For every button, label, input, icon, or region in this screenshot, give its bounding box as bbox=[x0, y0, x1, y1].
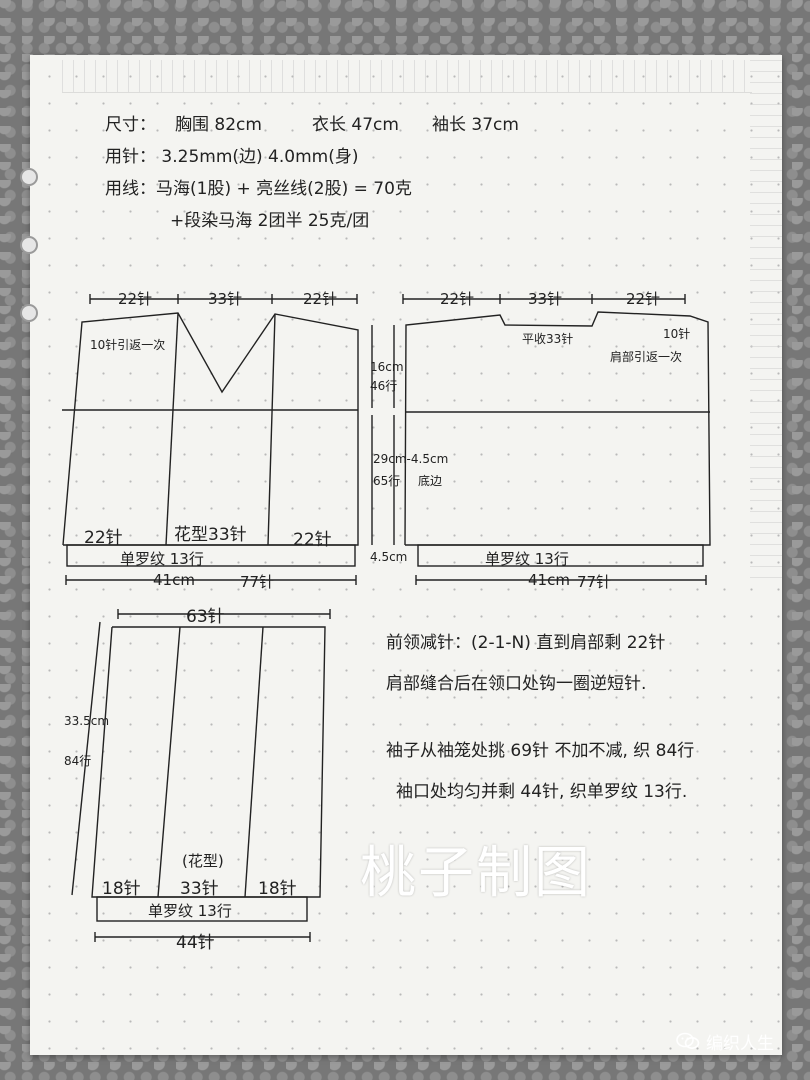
needle-info: 用针： 3.25mm(边) 4.0mm(身) bbox=[105, 147, 359, 167]
binding-ring bbox=[20, 304, 38, 322]
front-rib-label: 单罗纹 13行 bbox=[120, 550, 204, 568]
front-width-stitches: 77针 bbox=[240, 573, 275, 591]
back-shortrow-stitches: 10针 bbox=[663, 327, 691, 341]
size-label: 尺寸： bbox=[105, 115, 156, 135]
sleeve-cuff-label: 44针 bbox=[176, 933, 215, 953]
front-top-mid-label: 33针 bbox=[208, 290, 243, 308]
sleeve-height-cm: 33.5cm bbox=[64, 714, 110, 728]
back-top-left-label: 22针 bbox=[440, 290, 475, 308]
back-panel bbox=[402, 294, 711, 585]
badge-label: 编织人生 bbox=[706, 1033, 774, 1054]
ruler-right bbox=[750, 60, 782, 580]
sleeve-measure: 袖长 37cm bbox=[432, 115, 519, 135]
note-line-4: 袖口处均匀并剩 44针, 织单罗纹 13行. bbox=[396, 782, 688, 802]
note-line-1: 前领减针：(2-1-N) 直到肩部剩 22针 bbox=[386, 633, 666, 653]
sleeve-bottom-left: 18针 bbox=[102, 879, 141, 899]
sleeve-rib-label: 单罗纹 13行 bbox=[148, 902, 232, 920]
notebook-page bbox=[30, 55, 782, 1055]
sleeve-panel bbox=[71, 609, 331, 942]
wechat-icon bbox=[676, 1032, 700, 1049]
back-top-mid-label: 33针 bbox=[528, 290, 563, 308]
front-bottom-right-label: 22针 bbox=[293, 530, 332, 550]
body-cm: 29cm-4.5cm bbox=[373, 452, 449, 466]
yarn-info-2: +段染马海 2团半 25克/团 bbox=[170, 211, 370, 231]
armhole-rows: 46行 bbox=[370, 379, 398, 393]
sleeve-pattern-label: (花型) bbox=[182, 852, 224, 870]
binding-ring bbox=[20, 236, 38, 254]
body-rows: 65行 bbox=[373, 474, 401, 488]
back-shoulder-note: 肩部引返一次 bbox=[610, 350, 683, 364]
front-bottom-mid-label: 花型33针 bbox=[174, 525, 247, 545]
back-neck-label: 平收33针 bbox=[522, 332, 574, 346]
yarn-info-1: 用线：马海(1股) + 亮丝线(2股) = 70克 bbox=[105, 179, 412, 199]
armhole-cm: 16cm bbox=[370, 360, 404, 374]
note-line-2: 肩部缝合后在领口处钩一圈逆短针. bbox=[386, 674, 647, 694]
note-line-3: 袖子从袖笼处挑 69针 不加不减, 织 84行 bbox=[386, 741, 695, 761]
back-width-stitches: 77针 bbox=[577, 573, 612, 591]
front-shortrow-note: 10针引返一次 bbox=[90, 338, 166, 352]
sleeve-height-rows: 84行 bbox=[64, 754, 92, 768]
front-top-left-label: 22针 bbox=[118, 290, 153, 308]
binding-ring bbox=[20, 168, 38, 186]
source-badge: 编织人生 bbox=[676, 1028, 774, 1054]
front-panel bbox=[62, 294, 359, 585]
back-top-right-label: 22针 bbox=[626, 290, 661, 308]
watermark-text: 桃子制图 bbox=[360, 841, 592, 906]
sleeve-bottom-mid: 33针 bbox=[180, 879, 219, 899]
middle-dimensions bbox=[371, 325, 395, 545]
chest-measure: 胸围 82cm bbox=[175, 115, 262, 135]
hem-label: 底边 bbox=[418, 474, 443, 488]
sleeve-top-label: 63针 bbox=[186, 607, 225, 627]
sleeve-bottom-right: 18针 bbox=[258, 879, 297, 899]
back-width-cm: 41cm bbox=[528, 571, 570, 589]
front-top-right-label: 22针 bbox=[303, 290, 338, 308]
back-rib-label: 单罗纹 13行 bbox=[485, 550, 569, 568]
front-width-cm: 41cm bbox=[153, 571, 195, 589]
front-bottom-left-label: 22针 bbox=[84, 528, 123, 548]
length-measure: 衣长 47cm bbox=[312, 115, 399, 135]
ruler-top bbox=[62, 60, 752, 93]
rib-cm: 4.5cm bbox=[370, 550, 408, 564]
